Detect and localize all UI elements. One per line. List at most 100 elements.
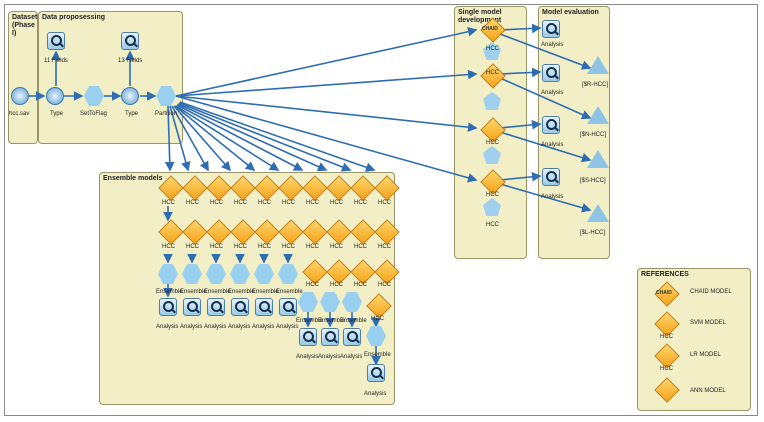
ensemble-hcc-label: HCC bbox=[354, 244, 367, 250]
eval-graph-label-2: [$N-HCC] bbox=[580, 132, 607, 138]
source-node[interactable] bbox=[11, 87, 29, 105]
ensemble-model-node[interactable] bbox=[302, 259, 328, 285]
ensemble-model-node[interactable] bbox=[278, 175, 304, 201]
ensemble-analysis-node[interactable] bbox=[183, 298, 201, 316]
ensemble-model-node[interactable] bbox=[182, 219, 208, 245]
ensemble-model-node[interactable] bbox=[350, 219, 376, 245]
ensemble-model-node[interactable] bbox=[206, 219, 232, 245]
ref-ann-label: ANN MODEL bbox=[690, 388, 726, 394]
single-hcc-label-5: HCC bbox=[486, 222, 499, 228]
ensemble-hcc-label: HCC bbox=[330, 282, 343, 288]
settoflag-node[interactable] bbox=[84, 86, 104, 106]
ensemble-model-node[interactable] bbox=[350, 259, 376, 285]
ref-svm-hcc: HCC bbox=[660, 334, 673, 340]
references-title: REFERENCES bbox=[641, 271, 689, 278]
ensemble-label: Ensemble bbox=[156, 289, 183, 295]
eval-graph-label-1: [$R-HCC] bbox=[582, 82, 609, 88]
ensemble-analysis-node[interactable] bbox=[343, 328, 361, 346]
ensemble-analysis-node[interactable] bbox=[159, 298, 177, 316]
ensemble-model-node[interactable] bbox=[326, 259, 352, 285]
ensemble-model-node[interactable] bbox=[158, 175, 184, 201]
ensemble-hcc-label: HCC bbox=[282, 244, 295, 250]
chaid-model-node[interactable]: CHAID bbox=[480, 17, 506, 43]
ensemble-hcc-label: HCC bbox=[306, 200, 319, 206]
ensemble-node[interactable] bbox=[206, 264, 226, 284]
ensemble-node[interactable] bbox=[342, 292, 362, 312]
ensemble-label: Ensemble bbox=[204, 289, 231, 295]
chaid-builder-node[interactable] bbox=[483, 42, 501, 60]
ensemble-model-node[interactable] bbox=[278, 219, 304, 245]
ensemble-analysis-node[interactable] bbox=[207, 298, 225, 316]
ensemble-model-node[interactable] bbox=[374, 219, 400, 245]
ensemble-node[interactable] bbox=[298, 292, 318, 312]
lr-model-node[interactable] bbox=[480, 169, 506, 195]
ensemble-model-node[interactable] bbox=[230, 219, 256, 245]
partition-node[interactable] bbox=[156, 86, 176, 106]
ensemble-model-node[interactable] bbox=[230, 175, 256, 201]
eval-analysis-label-3: Analysis bbox=[541, 142, 564, 148]
canvas-frame bbox=[4, 4, 758, 416]
ensemble-model-node[interactable] bbox=[374, 259, 400, 285]
ensemble-model-node[interactable] bbox=[206, 175, 232, 201]
ensemble-analysis-node[interactable] bbox=[299, 328, 317, 346]
ensemble-analysis-node[interactable] bbox=[367, 364, 385, 382]
table-13-fields-node[interactable] bbox=[121, 32, 139, 50]
ensemble-label: Ensemble bbox=[276, 289, 303, 295]
lr-builder-node[interactable] bbox=[483, 198, 501, 216]
ensemble-hcc-label: HCC bbox=[378, 282, 391, 288]
ensemble-analysis-label: Analysis bbox=[156, 324, 179, 330]
ensemble-node[interactable] bbox=[278, 264, 298, 284]
ensemble-analysis-label: Analysis bbox=[318, 354, 341, 360]
type-label-2: Type bbox=[125, 111, 139, 117]
ensemble-hcc-label: HCC bbox=[186, 244, 199, 250]
ensemble-analysis-node[interactable] bbox=[279, 298, 297, 316]
eval-analysis-node-2[interactable] bbox=[542, 64, 560, 82]
ensemble-model-node[interactable] bbox=[158, 219, 184, 245]
ensemble-analysis-node[interactable] bbox=[321, 328, 339, 346]
ensemble-analysis-label: Analysis bbox=[340, 354, 363, 360]
eval-graph-label-4: [$L-HCC] bbox=[580, 230, 606, 236]
svm-builder-node[interactable] bbox=[483, 146, 501, 164]
eval-analysis-node-1[interactable] bbox=[542, 20, 560, 38]
ensemble-panel: Ensemble models bbox=[99, 172, 395, 405]
fields-11-label: 11 Fields bbox=[44, 58, 68, 64]
ensemble-node[interactable] bbox=[320, 292, 340, 312]
ensemble-model-node[interactable] bbox=[254, 175, 280, 201]
eval-analysis-node-4[interactable] bbox=[542, 168, 560, 186]
ensemble-analysis-label: Analysis bbox=[276, 324, 299, 330]
ensemble-label: Ensemble bbox=[228, 289, 255, 295]
ref-ann-icon bbox=[654, 377, 680, 403]
eval-analysis-node-3[interactable] bbox=[542, 116, 560, 134]
ensemble-node[interactable] bbox=[230, 264, 250, 284]
single-hcc-label-3: HCC bbox=[486, 140, 499, 146]
ensemble-hcc-label: HCC bbox=[210, 244, 223, 250]
ensemble-analysis-label: Analysis bbox=[364, 391, 387, 397]
ensemble-node[interactable] bbox=[182, 264, 202, 284]
ensemble-analysis-node[interactable] bbox=[255, 298, 273, 316]
ensemble-model-node[interactable] bbox=[326, 175, 352, 201]
svm-model-node[interactable] bbox=[480, 117, 506, 143]
ensemble-analysis-node[interactable] bbox=[231, 298, 249, 316]
ensemble-node[interactable] bbox=[158, 264, 178, 284]
ensemble-model-node[interactable] bbox=[350, 175, 376, 201]
eval-analysis-label-2: Analysis bbox=[541, 90, 564, 96]
ensemble-model-node[interactable] bbox=[182, 175, 208, 201]
ensemble-hcc-label: HCC bbox=[258, 200, 271, 206]
ensemble-model-node[interactable] bbox=[302, 175, 328, 201]
eval-analysis-label-1: Analysis bbox=[541, 42, 564, 48]
ensemble-hcc-label: HCC bbox=[371, 316, 384, 322]
ensemble-model-node[interactable] bbox=[366, 293, 392, 319]
ensemble-hcc-label: HCC bbox=[234, 200, 247, 206]
ensemble-model-node[interactable] bbox=[374, 175, 400, 201]
ensemble-model-node[interactable] bbox=[302, 219, 328, 245]
ensemble-node[interactable] bbox=[366, 326, 386, 346]
type-node-2[interactable] bbox=[121, 87, 139, 105]
ensemble-model-node[interactable] bbox=[326, 219, 352, 245]
ensemble-hcc-label: HCC bbox=[330, 244, 343, 250]
ensemble-node[interactable] bbox=[254, 264, 274, 284]
ann-builder-node[interactable] bbox=[483, 92, 501, 110]
ensemble-model-node[interactable] bbox=[254, 219, 280, 245]
table-11-fields-node[interactable] bbox=[47, 32, 65, 50]
type-node-1[interactable] bbox=[46, 87, 64, 105]
